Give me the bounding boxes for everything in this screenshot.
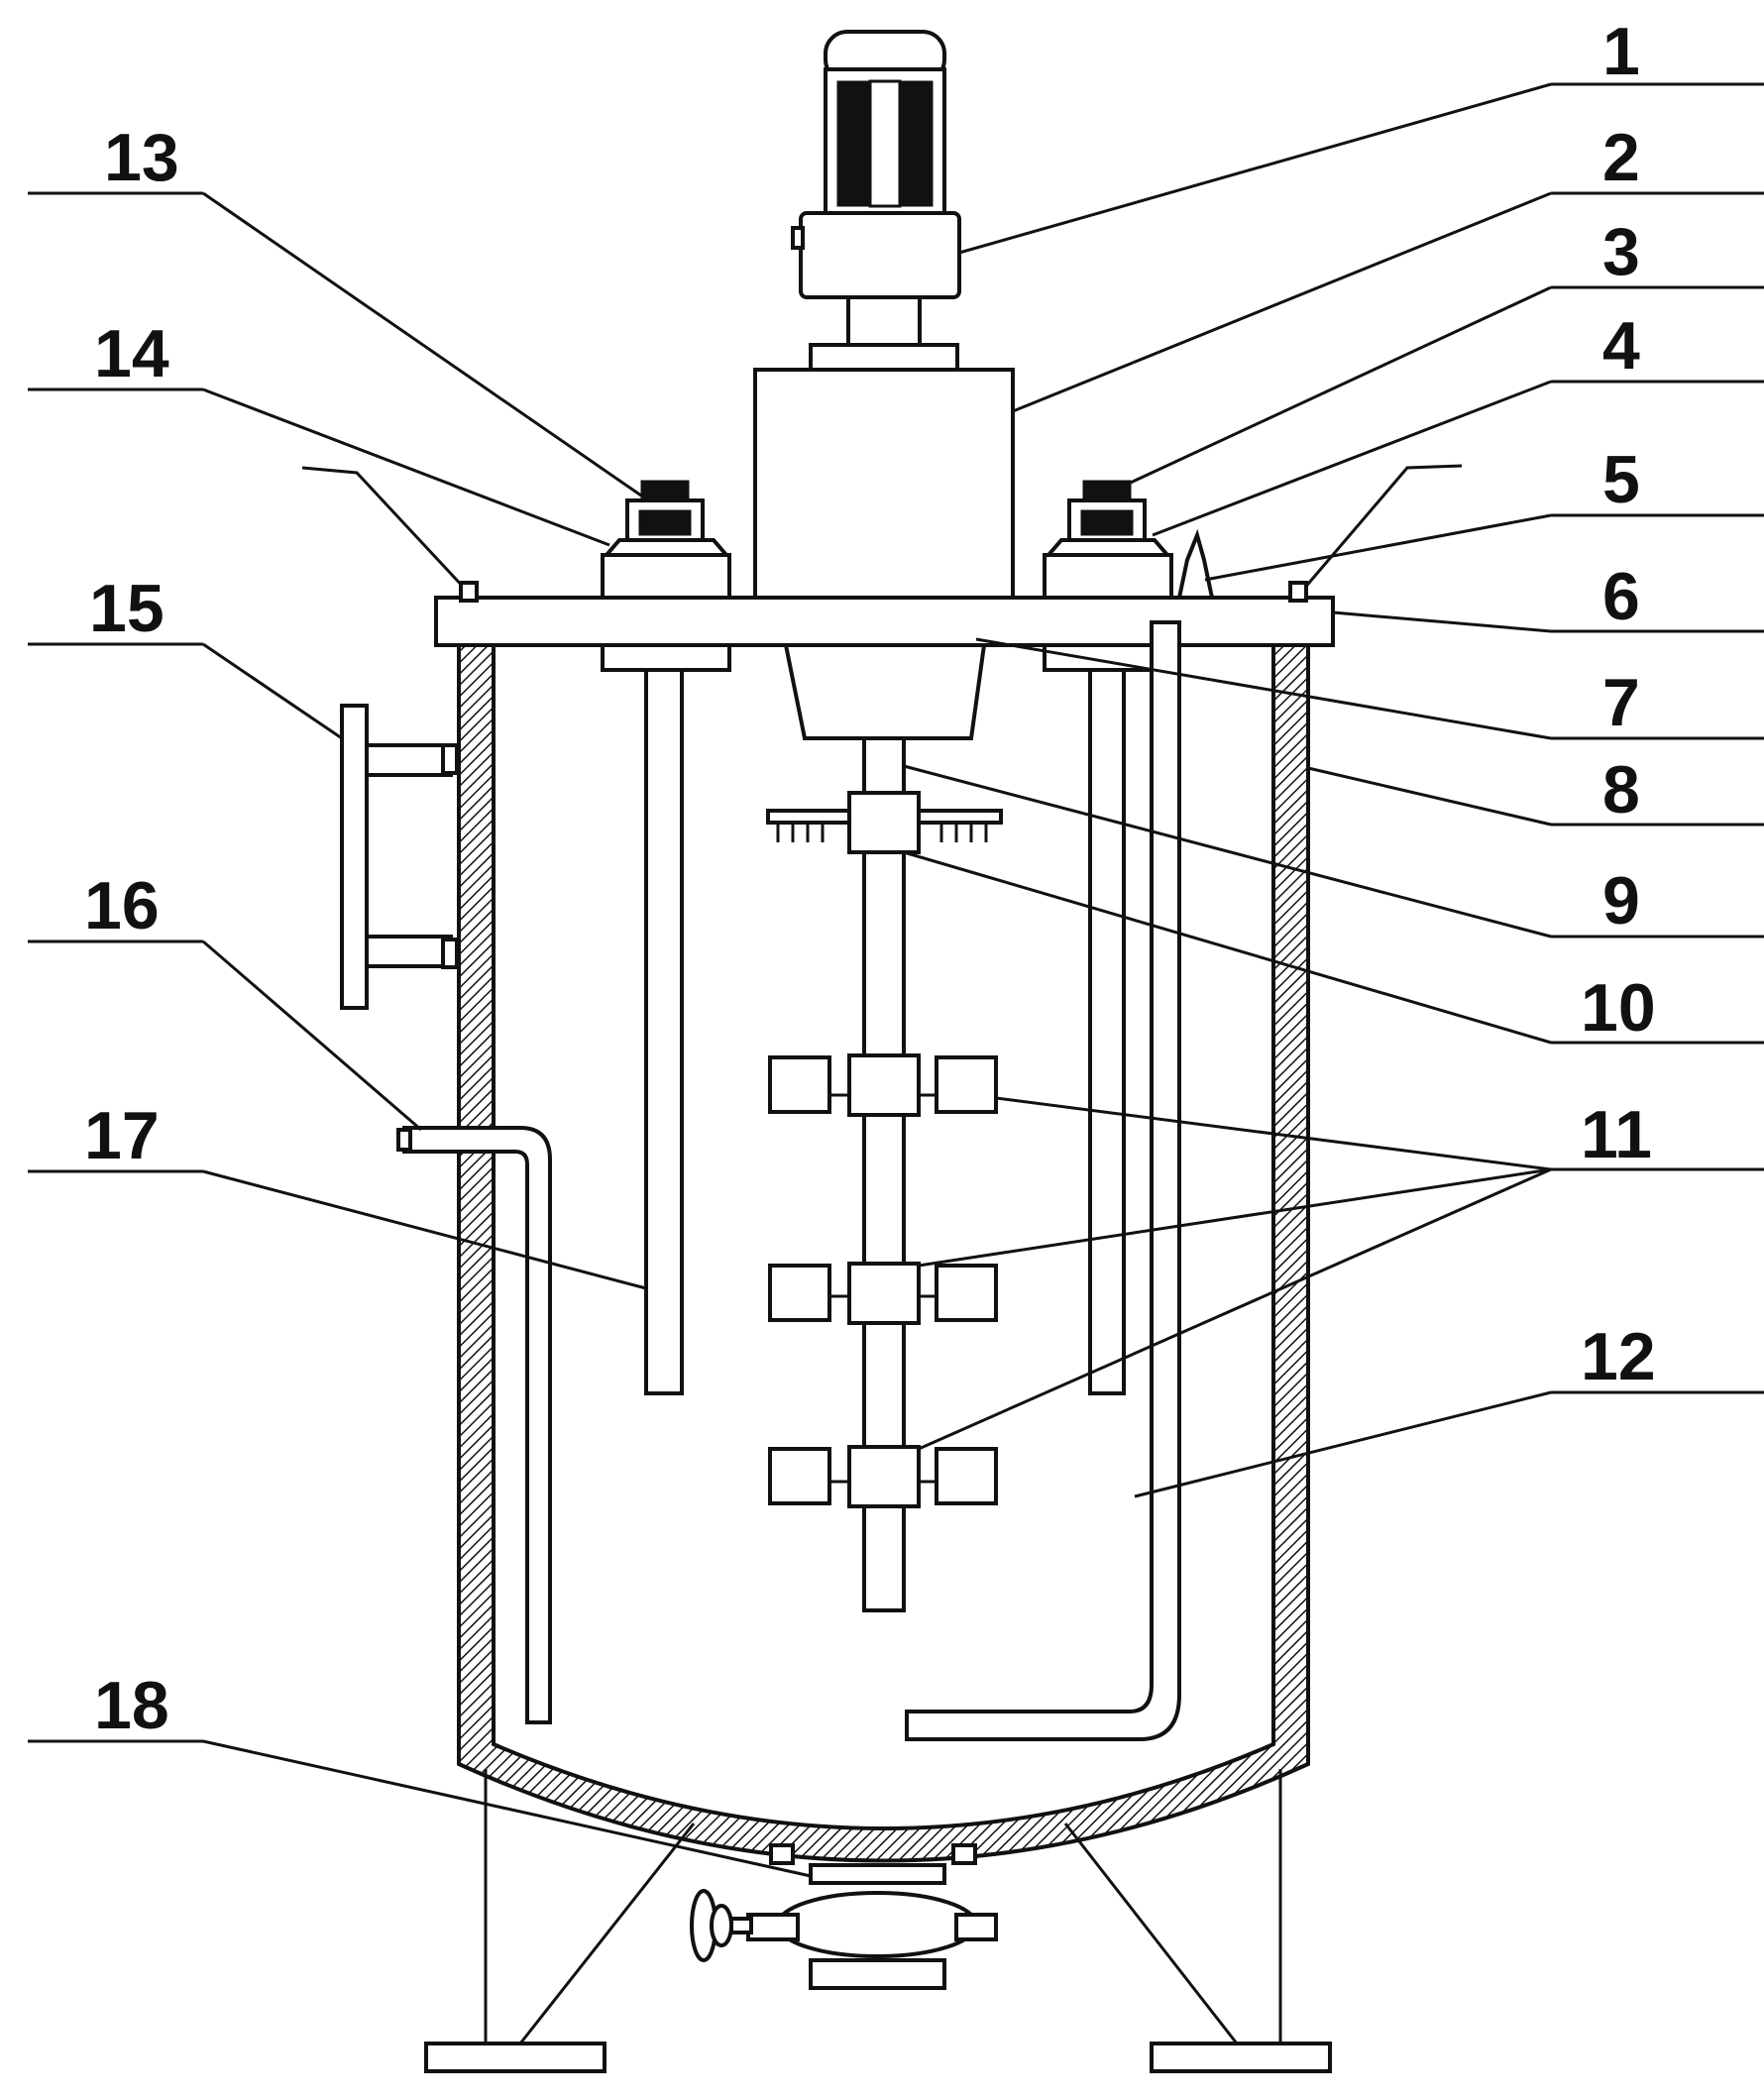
label-9: 9 (1602, 863, 1640, 939)
support-legs (424, 1769, 1332, 2073)
vent-cap (1176, 528, 1215, 600)
label-10: 10 (1581, 970, 1656, 1046)
label-13: 13 (104, 120, 179, 195)
label-1: 1 (1602, 14, 1640, 89)
side-flange (340, 704, 459, 1010)
label-11: 11 (1581, 1097, 1652, 1172)
gearbox (753, 368, 1015, 600)
vessel-wall (457, 643, 1310, 1863)
top-cover-plate (434, 596, 1335, 647)
part-labels: 1 2 3 4 5 6 7 8 9 10 11 12 13 14 15 16 1… (84, 14, 1656, 1743)
bottom-valve (690, 1843, 998, 1990)
paddle-impeller-1 (768, 1053, 998, 1117)
paddle-impeller-2 (768, 1262, 998, 1325)
label-16: 16 (84, 868, 160, 943)
leader-lines (28, 82, 1764, 1878)
label-7: 7 (1602, 665, 1640, 740)
label-18: 18 (94, 1668, 169, 1743)
label-8: 8 (1602, 752, 1640, 828)
disperser-blade (766, 791, 1003, 854)
left-fitting (601, 480, 731, 1395)
feed-pipe (905, 620, 1181, 1741)
paddle-impeller-3 (768, 1445, 998, 1508)
label-3: 3 (1602, 214, 1640, 289)
label-5: 5 (1602, 442, 1640, 517)
lifting-handles (301, 464, 1463, 603)
motor (791, 30, 961, 372)
side-pipe (402, 1126, 552, 1724)
label-2: 2 (1602, 120, 1640, 195)
label-14: 14 (94, 316, 169, 391)
label-12: 12 (1581, 1319, 1656, 1394)
label-17: 17 (84, 1098, 160, 1173)
label-6: 6 (1602, 559, 1640, 634)
label-4: 4 (1602, 308, 1640, 384)
label-15: 15 (89, 571, 165, 646)
bearing-cone (783, 643, 987, 740)
